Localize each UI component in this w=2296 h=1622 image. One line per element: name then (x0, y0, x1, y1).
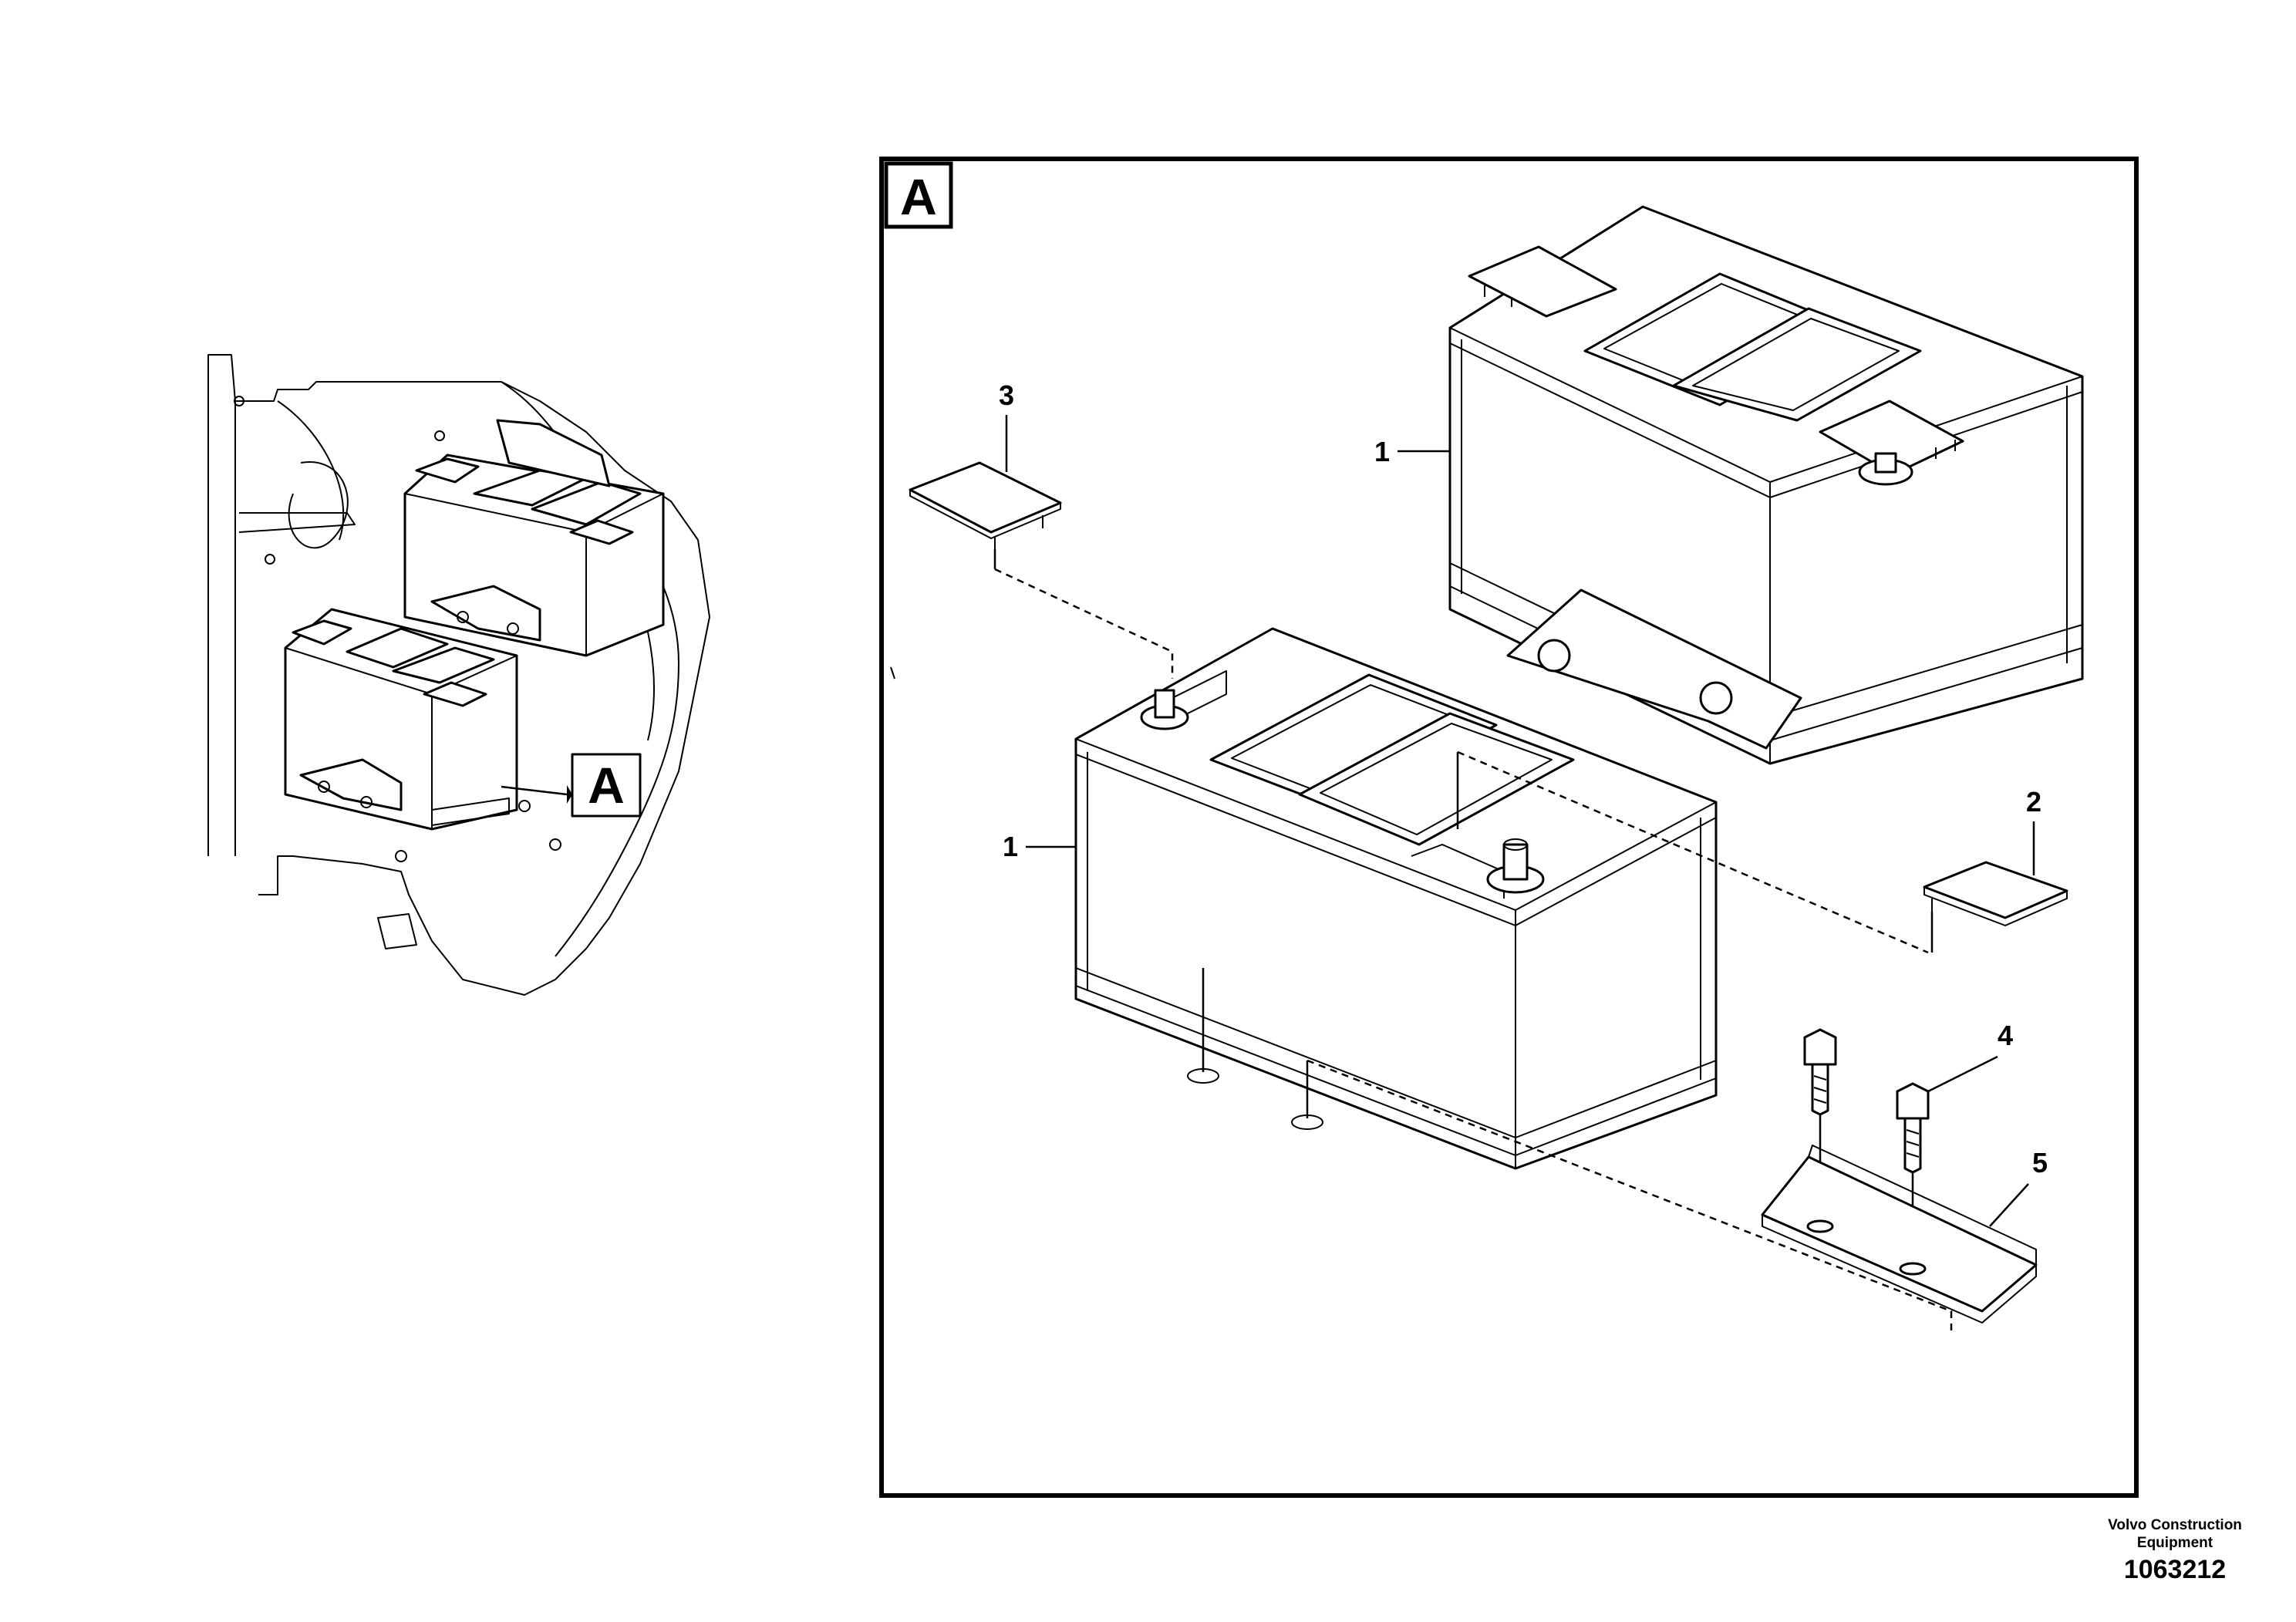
callout-1-front-battery: 1 (1003, 831, 1018, 862)
overview-illustration: A (207, 354, 710, 996)
terminal-cover-3 (909, 461, 1062, 549)
company-name-line2: Equipment (2137, 1535, 2213, 1551)
battery-rear (1448, 205, 2084, 765)
battery-front (1074, 627, 1718, 1170)
terminal-cover-2 (1923, 861, 2068, 926)
overview-detail-tag: A (588, 757, 625, 814)
callout-2-cover: 2 (2026, 786, 2041, 818)
bolt-4 (1803, 1028, 1930, 1174)
callout-1-rear-battery: 1 (1374, 436, 1390, 467)
clamp-5 (1761, 1145, 2038, 1324)
drawing-number: 1063212 (2124, 1555, 2226, 1584)
company-name-line1: Volvo Construction (2108, 1517, 2242, 1533)
callout-5-clamp: 5 (2032, 1147, 2048, 1179)
detail-tag-letter: A (900, 168, 937, 225)
callout-3-cover: 3 (999, 379, 1014, 411)
callout-4-bolt: 4 (1998, 1020, 2013, 1051)
detail-frame (879, 157, 2139, 1498)
detail-tag-box (884, 161, 953, 229)
